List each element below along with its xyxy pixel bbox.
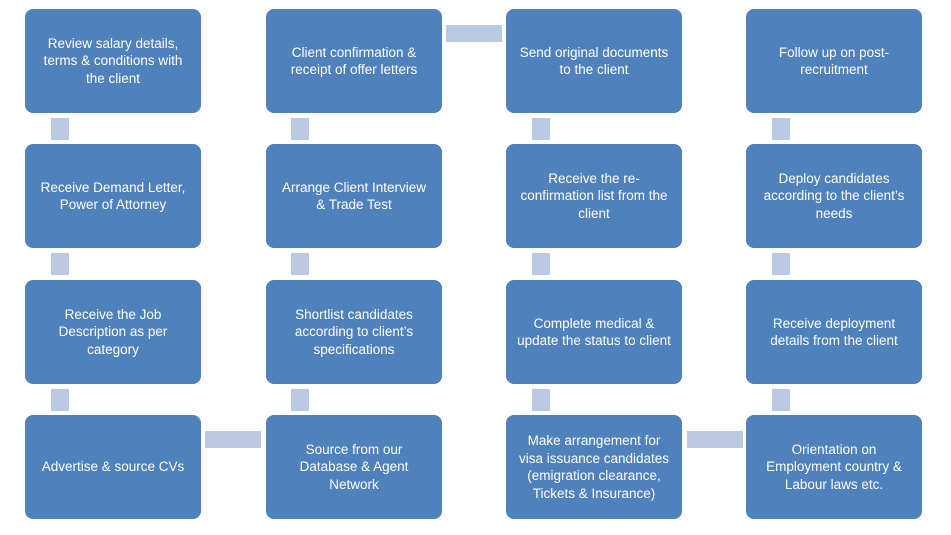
step-shortlist-candidates: Shortlist candidates according to client… <box>266 280 442 384</box>
step-label: Shortlist candidates according to client… <box>294 306 414 357</box>
horizontal-connector <box>205 431 261 448</box>
step-label: Receive deployment details from the clie… <box>770 315 898 349</box>
vertical-connector <box>532 118 550 140</box>
step-label: Orientation on Employment country & Labo… <box>766 441 902 492</box>
step-label: Receive the Job Description as per categ… <box>58 306 168 357</box>
vertical-connector <box>772 253 790 275</box>
step-receive-reconfirmation-list: Receive the re-confirmation list from th… <box>506 144 682 248</box>
vertical-connector <box>51 118 69 140</box>
step-review-salary-details: Review salary details, terms & condition… <box>25 9 201 113</box>
vertical-connector <box>51 253 69 275</box>
step-label: Review salary details, terms & condition… <box>43 35 183 86</box>
step-label: Advertise & source CVs <box>41 459 185 475</box>
step-receive-demand-letter: Receive Demand Letter, Power of Attorney <box>25 144 201 248</box>
horizontal-connector <box>446 25 502 42</box>
step-complete-medical: Complete medical & update the status to … <box>506 280 682 384</box>
vertical-connector <box>532 389 550 411</box>
step-label: Deploy candidates according to the clien… <box>763 170 905 221</box>
step-send-original-documents: Send original documents to the client <box>506 9 682 113</box>
vertical-connector <box>532 253 550 275</box>
vertical-connector <box>51 389 69 411</box>
step-arrange-client-interview: Arrange Client Interview & Trade Test <box>266 144 442 248</box>
vertical-connector <box>772 389 790 411</box>
vertical-connector <box>291 253 309 275</box>
step-label: Follow up on post-recruitment <box>778 44 890 78</box>
step-advertise-source-cvs: Advertise & source CVs <box>25 415 201 519</box>
step-label: Make arrangement for visa issuance candi… <box>518 433 670 501</box>
horizontal-connector <box>687 431 743 448</box>
step-source-from-database: Source from our Database & Agent Network <box>266 415 442 519</box>
step-client-confirmation: Client confirmation & receipt of offer l… <box>266 9 442 113</box>
step-follow-up-post-recruitment: Follow up on post-recruitment <box>746 9 922 113</box>
step-orientation: Orientation on Employment country & Labo… <box>746 415 922 519</box>
step-receive-deployment-details: Receive deployment details from the clie… <box>746 280 922 384</box>
step-label: Send original documents to the client <box>519 44 669 78</box>
vertical-connector <box>291 389 309 411</box>
step-label: Arrange Client Interview & Trade Test <box>281 179 427 213</box>
step-label: Receive Demand Letter, Power of Attorney <box>40 179 186 213</box>
step-receive-job-description: Receive the Job Description as per categ… <box>25 280 201 384</box>
vertical-connector <box>291 118 309 140</box>
step-label: Complete medical & update the status to … <box>517 315 671 349</box>
step-visa-arrangement: Make arrangement for visa issuance candi… <box>506 415 682 519</box>
step-deploy-candidates: Deploy candidates according to the clien… <box>746 144 922 248</box>
vertical-connector <box>772 118 790 140</box>
step-label: Source from our Database & Agent Network <box>299 441 409 492</box>
step-label: Receive the re-confirmation list from th… <box>520 170 668 221</box>
step-label: Client confirmation & receipt of offer l… <box>290 44 418 78</box>
